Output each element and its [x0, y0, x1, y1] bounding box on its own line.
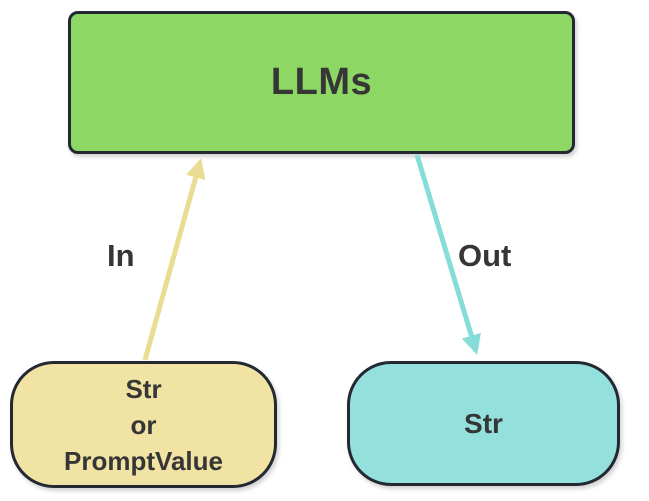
output-node: Str	[347, 361, 620, 486]
input-node: Str or PromptValue	[10, 361, 277, 488]
in-arrow	[142, 158, 206, 361]
input-node-label: Str or PromptValue	[64, 371, 223, 479]
out-edge-label: Out	[458, 238, 512, 273]
input-node-line-2: or	[130, 409, 157, 440]
llm-node-label: LLMs	[270, 61, 373, 103]
output-node-label: Str	[464, 407, 503, 439]
llm-node: LLMs	[68, 11, 575, 154]
input-node-line-3: PromptValue	[64, 445, 223, 476]
input-node-line-1: Str	[125, 373, 162, 404]
in-edge-label: In	[107, 238, 135, 273]
